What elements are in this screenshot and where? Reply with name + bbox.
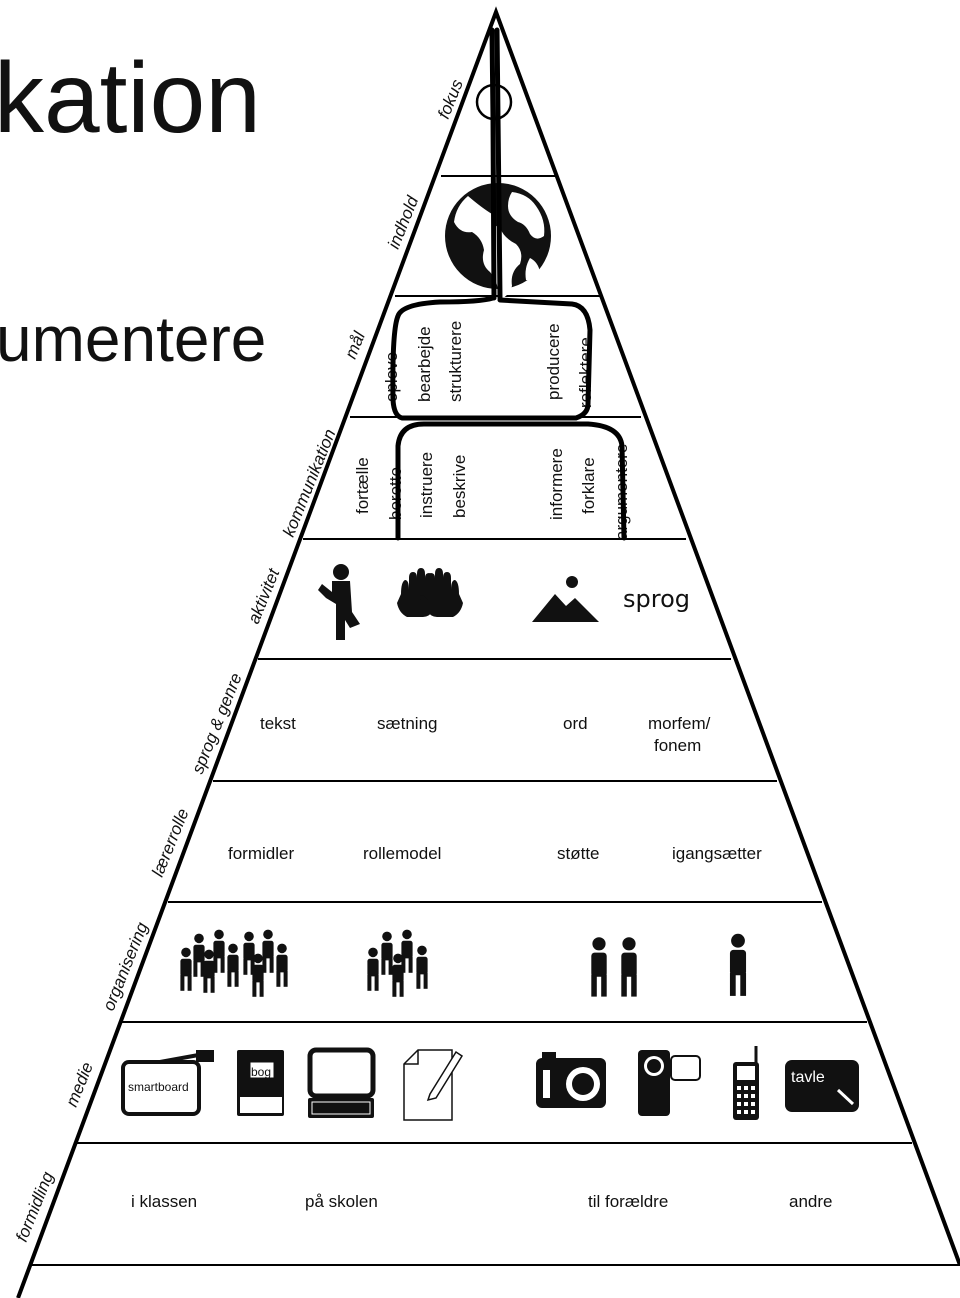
sprog-genre-labels: tekst sætning ord morfem/ fonem — [260, 714, 711, 755]
kommunikation-item-forklare: forklare — [579, 457, 598, 514]
hands-icon — [397, 568, 463, 617]
slide-title: kation — [0, 42, 261, 154]
smartboard-icon: smartboard — [121, 1050, 214, 1116]
side-label-mal: mål — [341, 328, 369, 362]
formidling-item-i-klassen: i klassen — [131, 1192, 197, 1211]
laererrolle-item-stotte: støtte — [557, 844, 600, 863]
smartboard-text: smartboard — [128, 1080, 189, 1094]
kommunikation-item-informere: informere — [547, 448, 566, 520]
sprog-item-tekst: tekst — [260, 714, 296, 733]
book-icon: bog — [237, 1050, 284, 1116]
sprog-item-fonem: fonem — [654, 736, 701, 755]
globe-icon — [445, 183, 551, 300]
sprog-item-morfem: morfem/ — [648, 714, 711, 733]
aktivitet-sprog-label: sprog — [623, 585, 690, 613]
computer-icon — [307, 1047, 376, 1118]
side-label-organisering: organisering — [99, 919, 152, 1013]
pair-icon — [591, 937, 637, 997]
formidling-item-til-foraeldre: til forældre — [588, 1192, 668, 1211]
laererrolle-item-formidler: formidler — [228, 844, 294, 863]
small-group-icon — [367, 929, 428, 997]
mobile-phone-icon — [733, 1046, 759, 1120]
mal-item-producere: producere — [544, 323, 563, 400]
formidling-item-andre: andre — [789, 1192, 832, 1211]
slide-subtitle: umentere — [0, 303, 266, 375]
kommunikation-item-fortaelle: fortælle — [353, 457, 372, 514]
side-label-kommunikation: kommunikation — [279, 426, 339, 539]
hand-drawn-path — [390, 27, 627, 541]
kommunikation-item-beskrive: beskrive — [450, 455, 469, 518]
mal-item-bearbejde: bearbejde — [415, 326, 434, 402]
running-person-icon — [318, 564, 360, 640]
sprog-item-ord: ord — [563, 714, 588, 733]
formidling-labels: i klassen på skolen til forældre andre — [131, 1192, 832, 1211]
large-group-icon — [180, 929, 288, 997]
formidling-item-pa-skolen: på skolen — [305, 1192, 378, 1211]
mountain-icon — [532, 576, 599, 622]
mal-labels: opleve bearbejde strukturere producere r… — [382, 321, 595, 408]
kommunikation-item-instruere: instruere — [417, 452, 436, 518]
laererrolle-item-igangsaetter: igangsætter — [672, 844, 762, 863]
laererrolle-item-rollemodel: rollemodel — [363, 844, 441, 863]
kommunikation-labels: fortælle berette instruere beskrive info… — [353, 444, 631, 540]
mal-item-reflektere: reflektere — [576, 337, 595, 408]
sprog-item-saetning: sætning — [377, 714, 437, 733]
video-camera-icon — [638, 1050, 701, 1116]
laererrolle-labels: formidler rollemodel støtte igangsætter — [228, 844, 762, 863]
paper-pencil-icon — [403, 1049, 464, 1121]
camera-icon — [536, 1052, 606, 1108]
single-person-icon — [729, 933, 747, 996]
pyramid-outline — [16, 6, 960, 1298]
blackboard-text: tavle — [791, 1069, 825, 1086]
blackboard-icon: tavle — [785, 1060, 859, 1112]
book-text: bog — [251, 1065, 271, 1079]
mal-item-strukturere: strukturere — [446, 321, 465, 402]
